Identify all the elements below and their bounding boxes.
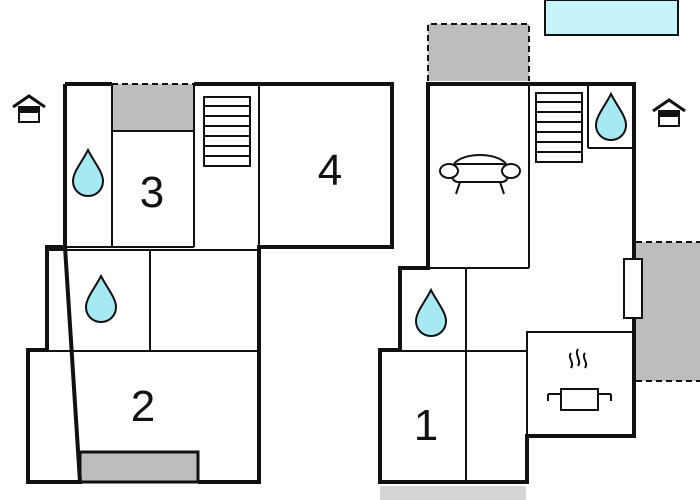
room-label-4: 4 [318, 146, 342, 195]
terrace-side-right [636, 242, 700, 381]
room-label-2: 2 [131, 382, 155, 431]
cooking-pot-icon [547, 348, 612, 411]
terrace-top-left [112, 84, 194, 131]
water-drop-icon [85, 275, 117, 323]
terrace-bottom-right [380, 486, 526, 500]
right-interior-walls [400, 84, 635, 482]
window [623, 258, 643, 319]
pool [544, 0, 679, 36]
water-drop-icon [595, 93, 627, 141]
terrace-top-right [428, 24, 529, 81]
house-entrance-icon [651, 98, 687, 128]
stairs-icon [535, 92, 583, 163]
house-entrance-icon [11, 94, 47, 124]
stairs-icon [203, 96, 251, 167]
right-building: 1 [378, 0, 700, 500]
left-building: 3 4 2 [11, 82, 394, 484]
sofa-icon [439, 154, 521, 195]
room-label-3: 3 [140, 168, 164, 217]
left-interior-walls [28, 84, 260, 352]
water-drop-icon [72, 149, 104, 197]
water-drop-icon [415, 289, 447, 337]
terrace-bottom-left [78, 450, 200, 484]
room-label-1: 1 [414, 401, 438, 450]
